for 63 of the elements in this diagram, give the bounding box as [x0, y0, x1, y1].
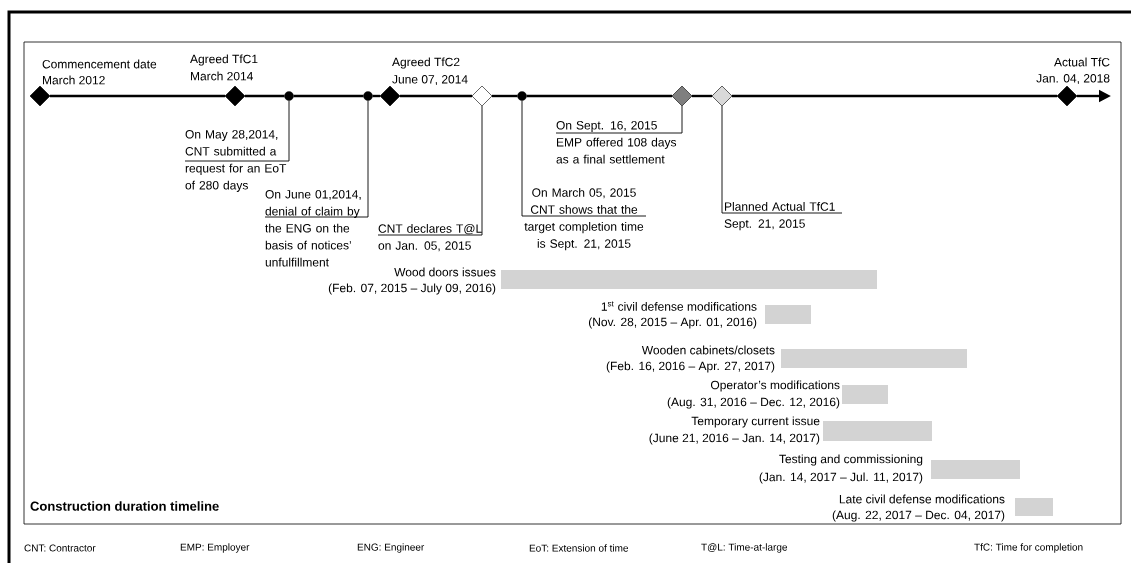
callout-text: Planned Actual TfC1 Sept. 21, 2015 — [724, 202, 835, 231]
duration-bar — [501, 270, 877, 289]
timeline-segment — [492, 94, 518, 98]
milestone-label: Agreed TfC1 — [190, 54, 258, 66]
milestone-label: Agreed TfC2 — [392, 57, 460, 69]
task-label: Operator’s modifications — [710, 380, 840, 392]
date-range: (Feb. 16, 2016 – Apr. 27, 2017) — [606, 361, 775, 373]
milestone-diamond — [29, 85, 51, 107]
milestone-date: March 2012 — [43, 75, 105, 85]
milestone-date: March 2014 — [191, 71, 253, 81]
abbreviation-note: T@L: Time-at-large — [701, 543, 787, 553]
abbreviation-note: ENG: Engineer — [357, 543, 425, 553]
leader-line — [521, 100, 647, 217]
task-label: Testing and commissioning — [779, 454, 923, 466]
timeline-segment — [400, 94, 472, 98]
callout-text: On March 05, 2015 CNT shows that the target completion time is Sept. 21, 2015 — [524, 188, 644, 251]
milestone-date: June 07, 2014 — [392, 75, 468, 85]
milestone-diamond — [1056, 85, 1078, 107]
duration-bar — [781, 349, 967, 368]
leader-line — [555, 105, 683, 134]
milestone-diamond — [471, 85, 493, 107]
callout-text: On Sept. 16, 2015 EMP offered 108 days as a final settlement — [556, 121, 677, 164]
date-range: (Nov. 28, 2015 – Apr. 01, 2016) — [588, 317, 757, 329]
milestone-diamond — [224, 85, 246, 107]
duration-bar — [931, 460, 1020, 479]
abbreviation-note: TfC: Time for completion — [974, 543, 1083, 553]
date-range: (June 21, 2016 – Jan. 14, 2017) — [649, 433, 820, 445]
milestone-diamond — [671, 85, 693, 107]
duration-bar — [1015, 498, 1053, 516]
task-label: 1$^{st}$ civil defense modifications — [601, 301, 757, 311]
abbreviation-note: EoT: Extension of time — [529, 544, 629, 552]
duration-bar — [823, 421, 932, 441]
leader-line — [377, 105, 483, 236]
timeline-segment — [372, 94, 380, 98]
abbreviation-note: CNT: Contractor — [24, 544, 96, 552]
milestone-diamond — [379, 85, 401, 107]
task-label: Wooden cabinets/closets — [641, 345, 775, 355]
timeline-segment — [50, 94, 225, 98]
callout-text: CNT declares T@L on Jan. 05, 2015 — [378, 224, 482, 252]
leader-line — [184, 100, 290, 162]
callout-text: On June 01,2014, denial of claim by the ENG on the basis of notices’ unfulfillment — [265, 190, 361, 267]
timeline-segment — [526, 94, 672, 98]
timeline-segment — [692, 94, 712, 98]
task-label: Temporary current issue — [691, 416, 820, 428]
task-label: Wood doors issues — [394, 267, 496, 277]
date-range: (Aug. 22, 2017 – Dec. 04, 2017) — [832, 510, 1005, 522]
task-label: Late civil defense modifications — [839, 494, 1005, 504]
timeline-segment — [293, 94, 364, 98]
milestone-label: Actual TfC — [1054, 57, 1110, 67]
duration-bar — [842, 385, 888, 404]
milestone-diamond — [711, 85, 733, 107]
leader-line — [264, 100, 369, 218]
timeline-title: Construction duration timeline — [30, 501, 219, 511]
duration-bar — [765, 305, 811, 324]
leader-line — [721, 105, 843, 214]
timeline-segment — [732, 94, 1057, 98]
timeline-segment — [245, 94, 285, 98]
abbreviation-note: EMP: Employer — [180, 543, 250, 553]
date-range: (Jan. 14, 2017 – Jul. 11, 2017) — [759, 472, 923, 484]
date-range: (Aug. 31, 2016 – Dec. 12, 2016) — [667, 397, 840, 409]
milestone-date: Jan. 04, 2018 — [1036, 74, 1110, 84]
date-range: (Feb. 07, 2015 – July 09, 2016) — [328, 283, 496, 295]
milestone-label: Commencement date — [42, 59, 157, 69]
